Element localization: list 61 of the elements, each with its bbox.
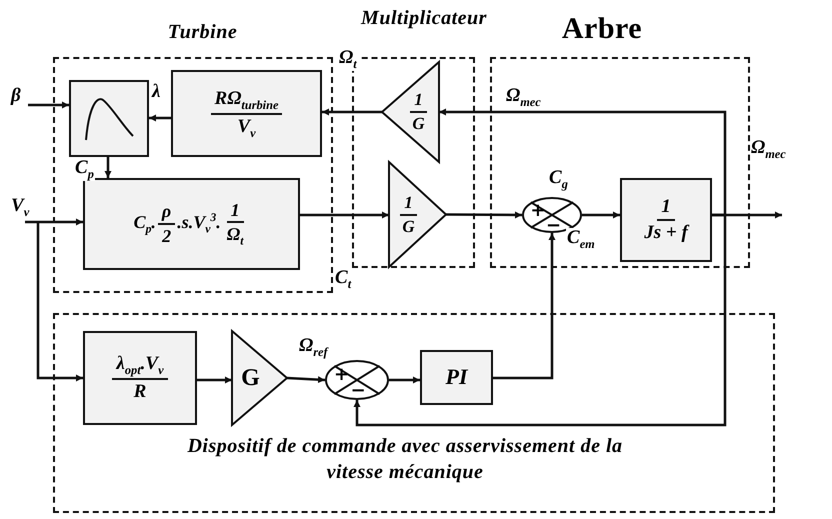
block-box bbox=[69, 80, 149, 157]
plus-sign: + bbox=[530, 202, 546, 220]
arrow bbox=[300, 212, 389, 218]
signal-label: Ω$_{t}$ bbox=[338, 48, 358, 72]
block-box bbox=[620, 178, 712, 262]
signal-label: C$_{em}$ bbox=[566, 228, 596, 252]
gain-triangle bbox=[382, 62, 439, 162]
numerator: 1 bbox=[410, 90, 427, 113]
numerator: 1 bbox=[657, 196, 675, 221]
block-box bbox=[171, 70, 322, 157]
arrow bbox=[389, 376, 420, 384]
block-box bbox=[420, 350, 493, 405]
gain-triangle bbox=[232, 331, 287, 425]
arrow bbox=[446, 211, 522, 218]
formula-text: C$_{p}$. bbox=[134, 212, 156, 236]
edge-label: Ω$_{mec}$ bbox=[505, 86, 542, 110]
summing-junction bbox=[325, 360, 389, 400]
denominator: G bbox=[411, 113, 426, 134]
numerator: 1 bbox=[400, 192, 417, 216]
denominator: Ω$_{t}$ bbox=[226, 223, 245, 248]
edge-label: β bbox=[10, 86, 22, 107]
arrow bbox=[36, 222, 83, 382]
group-title: Dispositif de commande avec asservissement de la vitesse mécanique bbox=[186, 434, 624, 485]
denominator: G bbox=[401, 216, 416, 236]
denominator: V$_{v}$ bbox=[236, 114, 257, 140]
arrow bbox=[354, 214, 726, 426]
block-label: G bbox=[241, 364, 260, 392]
signal-label: Ω$_{ref}$ bbox=[298, 336, 329, 360]
arrow bbox=[493, 233, 556, 380]
block-box bbox=[83, 331, 197, 425]
block-label: PI bbox=[446, 364, 468, 391]
denominator: R bbox=[132, 380, 148, 403]
plus-sign: + bbox=[334, 366, 350, 384]
dashed-group-frame bbox=[53, 313, 775, 513]
group-title: Turbine bbox=[166, 20, 238, 45]
arrow bbox=[197, 376, 232, 384]
arrow bbox=[286, 376, 326, 384]
minus-sign: − bbox=[350, 382, 366, 400]
arrow bbox=[25, 218, 83, 226]
formula-text: .s.V$_{v}$$^{3}$. bbox=[177, 211, 221, 237]
minus-sign: − bbox=[546, 216, 562, 235]
arrow bbox=[322, 108, 382, 116]
arrow bbox=[28, 102, 69, 108]
edge-label: Ω$_{mec}$ bbox=[750, 138, 787, 162]
signal-label: C$_{g}$ bbox=[548, 168, 569, 192]
numerator: ρ bbox=[158, 201, 176, 225]
arrow bbox=[439, 108, 726, 216]
arrow bbox=[149, 114, 171, 122]
edge-label: V$_{v}$ bbox=[10, 196, 30, 220]
denominator: Js + f bbox=[643, 221, 690, 244]
group-title: Multiplicateur bbox=[360, 6, 488, 31]
numerator: 1 bbox=[226, 200, 244, 224]
arrow bbox=[104, 157, 112, 178]
numerator: RΩ$_{turbine}$ bbox=[210, 88, 282, 114]
numerator: λ$_{opt}$.V$_{v}$ bbox=[112, 353, 168, 380]
group-title: Arbre bbox=[560, 11, 644, 47]
arrow bbox=[582, 212, 620, 218]
denominator: 2 bbox=[161, 224, 172, 247]
edge-label: C$_{p}$ bbox=[74, 158, 95, 182]
signal-label: C$_{t}$ bbox=[334, 268, 352, 292]
gain-triangle bbox=[389, 162, 446, 267]
